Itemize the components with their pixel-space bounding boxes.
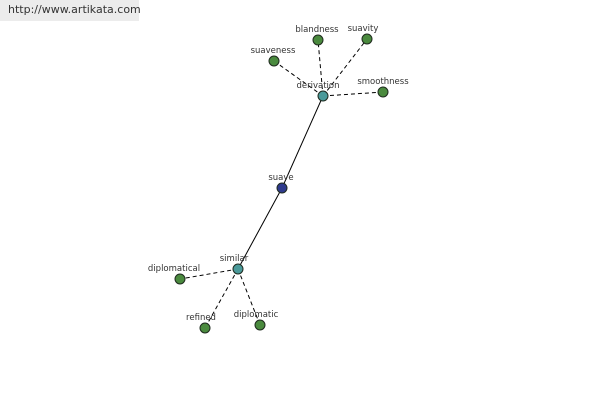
labels-layer: suave derivation similar blandness suavity su…	[148, 24, 409, 323]
node-label-smoothness: smoothness	[357, 77, 409, 87]
node-diplomatic[interactable]	[254, 319, 266, 331]
edge-derivation-suavity	[322, 38, 368, 97]
node-smoothness[interactable]	[377, 86, 389, 98]
node-label-derivation: derivation	[296, 81, 339, 91]
nodes-layer	[174, 33, 389, 334]
edge-derivation-suaveness	[273, 60, 324, 97]
node-label-suavity: suavity	[348, 24, 379, 34]
edge-suave-derivation	[281, 95, 324, 189]
node-diplomatical[interactable]	[174, 273, 186, 285]
edge-similar-diplomatic	[237, 268, 261, 326]
node-suavity[interactable]	[361, 33, 373, 45]
edge-derivation-smoothness	[322, 91, 384, 97]
node-suaveness[interactable]	[268, 55, 280, 67]
edges-layer	[179, 38, 384, 329]
node-label-blandness: blandness	[295, 25, 339, 35]
node-label-refined: refined	[186, 313, 216, 323]
node-label-diplomatic: diplomatic	[234, 310, 279, 320]
edge-similar-refined	[204, 268, 239, 329]
node-suave[interactable]	[276, 182, 288, 194]
node-label-suave: suave	[268, 173, 293, 183]
node-derivation[interactable]	[317, 90, 329, 102]
node-refined[interactable]	[199, 322, 211, 334]
edge-derivation-blandness	[317, 39, 324, 97]
edge-similar-diplomatical	[179, 268, 239, 280]
node-blandness[interactable]	[312, 34, 324, 46]
node-similar[interactable]	[232, 263, 244, 275]
watermark-banner: http://www.artikata.com	[0, 0, 141, 21]
watermark-url: http://www.artikata.com	[8, 3, 141, 16]
node-label-suaveness: suaveness	[251, 46, 296, 56]
edge-suave-similar	[237, 187, 283, 270]
node-label-diplomatical: diplomatical	[148, 264, 200, 274]
node-label-similar: similar	[220, 254, 249, 264]
